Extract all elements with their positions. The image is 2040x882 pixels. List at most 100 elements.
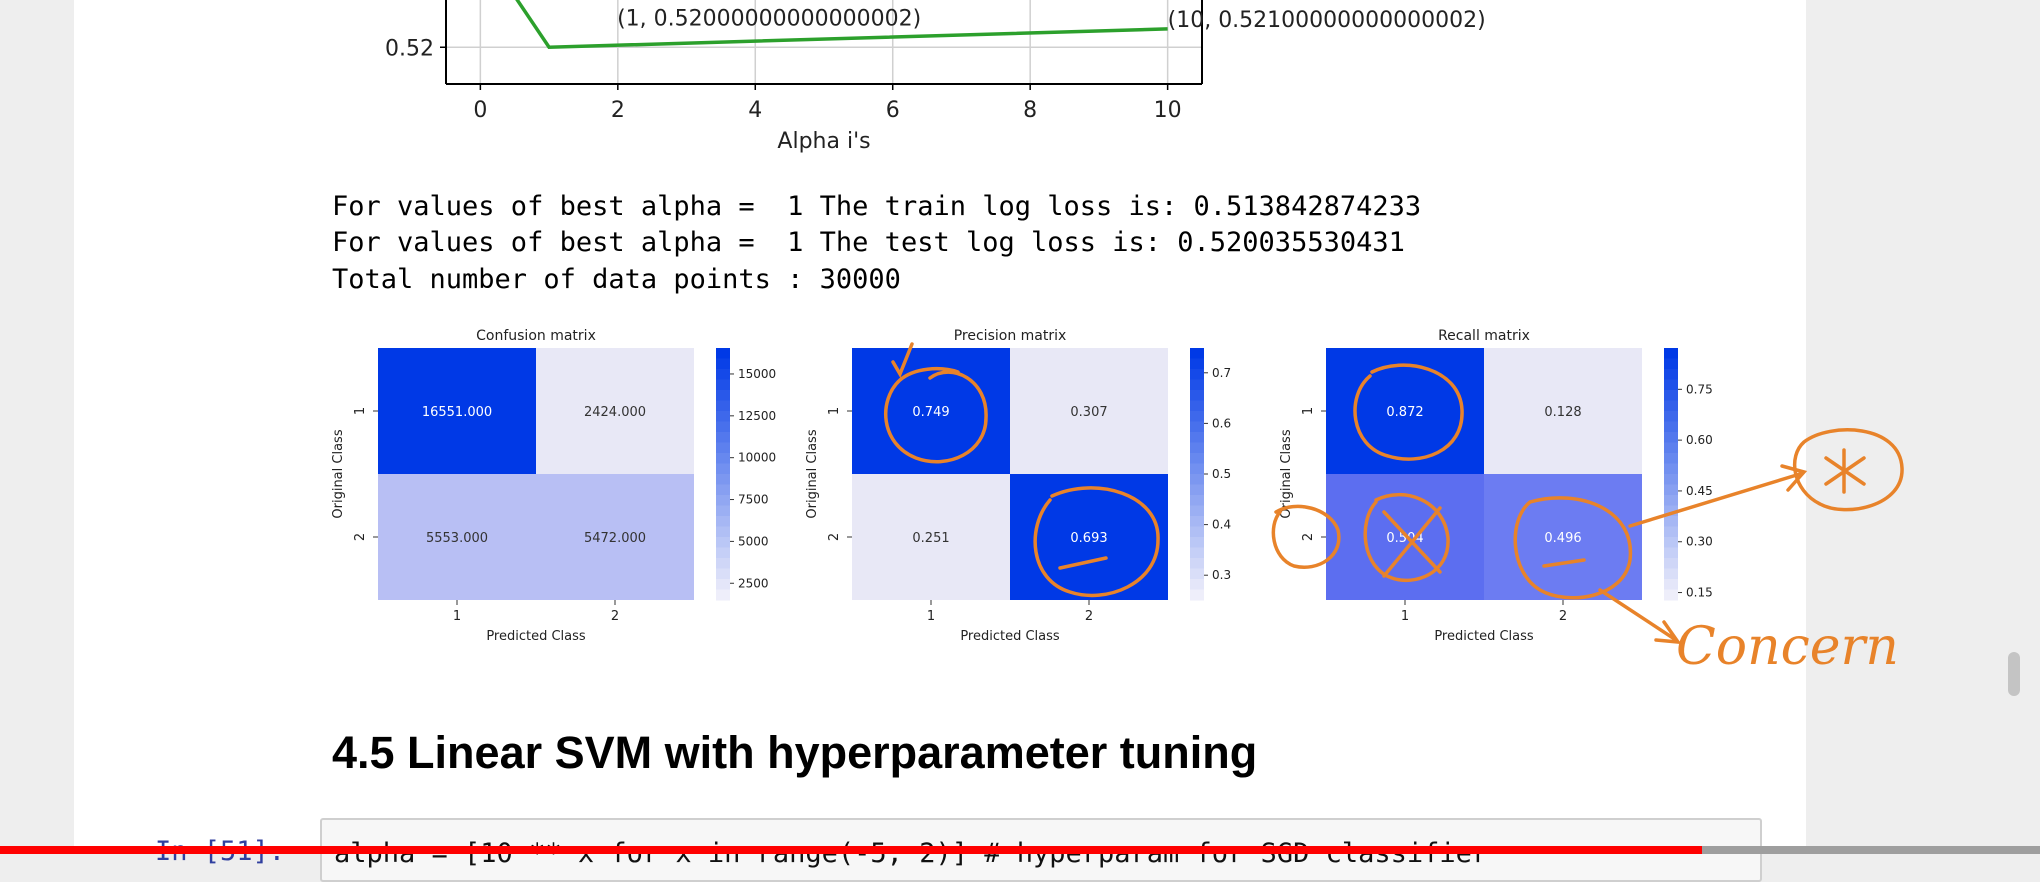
x-tick-label: 10 <box>1154 98 1182 123</box>
x-tick-label: 1 <box>1401 609 1409 624</box>
confusion-matrix-heatmap: Confusion matrix 16551.000 2424.000 5553.00… <box>331 328 776 644</box>
colorbar-tick-label: 0.7 <box>1212 366 1231 380</box>
colorbar-segment <box>1190 589 1204 601</box>
underline-recall-22 <box>1542 558 1586 568</box>
test-log-loss-output: For values of best alpha = 1 The test lo… <box>332 227 1405 258</box>
heatmap-cell-value: 2424.000 <box>584 405 646 420</box>
x-axis-label: Predicted Class <box>960 629 1060 644</box>
colorbar-segment <box>716 484 730 496</box>
colorbar-tick-label: 7500 <box>738 493 769 507</box>
x-tick-label: 1 <box>927 609 935 624</box>
colorbar-tick-label: 0.3 <box>1212 568 1231 582</box>
colorbar-segment <box>1190 526 1204 538</box>
colorbar-segment <box>1664 421 1678 433</box>
colorbar-segment <box>716 411 730 422</box>
heatmap-cell-value: 0.496 <box>1544 531 1581 546</box>
colorbar-tick-label: 0.4 <box>1212 518 1231 532</box>
colorbar-segment <box>716 421 730 433</box>
x-tick-label: 6 <box>886 98 900 123</box>
heatmap-cell <box>536 348 694 474</box>
heatmap-cell-value: 5553.000 <box>426 531 488 546</box>
x-axis-label: Alpha i's <box>777 129 870 154</box>
vertical-scrollbar[interactable] <box>2004 0 2026 854</box>
colorbar-segment <box>1190 348 1204 359</box>
colorbar-segment <box>1664 453 1678 464</box>
colorbar-segment <box>1190 547 1204 559</box>
heatmap-cell <box>1484 474 1642 600</box>
colorbar-segment <box>1190 369 1204 380</box>
colorbar-segment <box>716 442 730 454</box>
y-tick-label: 2 <box>827 533 842 541</box>
y-tick-label: 1 <box>353 407 368 415</box>
colorbar-segment <box>1190 390 1204 401</box>
heatmap-cell <box>378 474 536 600</box>
train-log-loss-output: For values of best alpha = 1 The train l… <box>332 191 1422 222</box>
heatmap-cell <box>852 474 1010 600</box>
circle-recall-21 <box>1363 492 1450 583</box>
star-circle <box>1792 428 1904 512</box>
colorbar-tick-label: 12500 <box>738 409 776 423</box>
colorbar-segment <box>1664 432 1678 443</box>
x-tick-label: 8 <box>1023 98 1037 123</box>
total-points-output: Total number of data points : 30000 <box>332 264 901 295</box>
colorbar-tick-label: 0.30 <box>1686 535 1713 549</box>
x-axis-label: Predicted Class <box>486 629 586 644</box>
colorbar-segment <box>1190 484 1204 496</box>
colorbar-segment <box>1190 558 1204 569</box>
underline-precision-22 <box>1058 556 1108 570</box>
colorbar-segment <box>1664 463 1678 475</box>
colorbar-segment <box>1664 379 1678 391</box>
colorbar-segment <box>716 369 730 380</box>
heatmap-cell-value: 0.749 <box>912 405 949 420</box>
star-glyph <box>1824 448 1866 494</box>
colorbar-segment <box>1190 442 1204 454</box>
colorbar-tick-label: 0.15 <box>1686 586 1713 600</box>
colorbar-segment <box>1190 358 1204 370</box>
y-tick-label: 2 <box>1301 533 1316 541</box>
colorbar-segment <box>716 516 730 527</box>
colorbar-segment <box>1190 568 1204 580</box>
heatmap-cell <box>536 474 694 600</box>
heatmap-title: Confusion matrix <box>476 328 596 344</box>
colorbar-segment <box>1664 411 1678 422</box>
concern-label: Concern <box>1676 617 1899 677</box>
point-annotation: (1, 0.52000000000000002) <box>617 6 921 31</box>
colorbar-segment <box>1664 537 1678 548</box>
y-tick-label: 1 <box>1301 407 1316 415</box>
colorbar-tick-label: 0.5 <box>1212 467 1231 481</box>
heatmap-cell-value: 0.872 <box>1386 405 1423 420</box>
colorbar-tick-label: 15000 <box>738 367 776 381</box>
section-heading: 4.5 Linear SVM with hyperparameter tunin… <box>332 727 1258 778</box>
series-line <box>515 0 1168 50</box>
heatmap-cell-value: 0.251 <box>912 531 949 546</box>
heatmap-cell-value: 5472.000 <box>584 531 646 546</box>
heatmap-cell-value: 16551.000 <box>422 405 492 420</box>
heatmap-title: Precision matrix <box>954 328 1067 344</box>
heatmap-cell-value: 0.128 <box>1544 405 1581 420</box>
colorbar-segment <box>1190 516 1204 527</box>
y-tick-label: 2 <box>353 533 368 541</box>
heatmap-title: Recall matrix <box>1438 328 1530 344</box>
colorbar-segment <box>716 453 730 464</box>
colorbar-segment <box>716 358 730 370</box>
colorbar-tick-label: 0.75 <box>1686 382 1713 396</box>
colorbar-tick-label: 5000 <box>738 534 769 548</box>
cross-recall-21 <box>1382 506 1442 578</box>
handwritten-annotations: Concern <box>884 342 1904 677</box>
x-axis-label: Predicted Class <box>1434 629 1534 644</box>
colorbar-segment <box>1664 505 1678 517</box>
colorbar-segment <box>1664 589 1678 601</box>
colorbar-segment <box>1190 505 1204 517</box>
x-tick-label: 2 <box>1085 609 1093 624</box>
colorbar-segment <box>1190 400 1204 412</box>
colorbar-segment <box>1664 369 1678 380</box>
colorbar-segment <box>1190 495 1204 506</box>
colorbar-segment <box>1190 379 1204 391</box>
colorbar-segment <box>1664 474 1678 485</box>
colorbar-segment <box>1664 568 1678 580</box>
colorbar-segment <box>1664 400 1678 412</box>
x-tick-label: 0 <box>473 98 487 123</box>
scrollbar-thumb[interactable] <box>2008 652 2020 696</box>
